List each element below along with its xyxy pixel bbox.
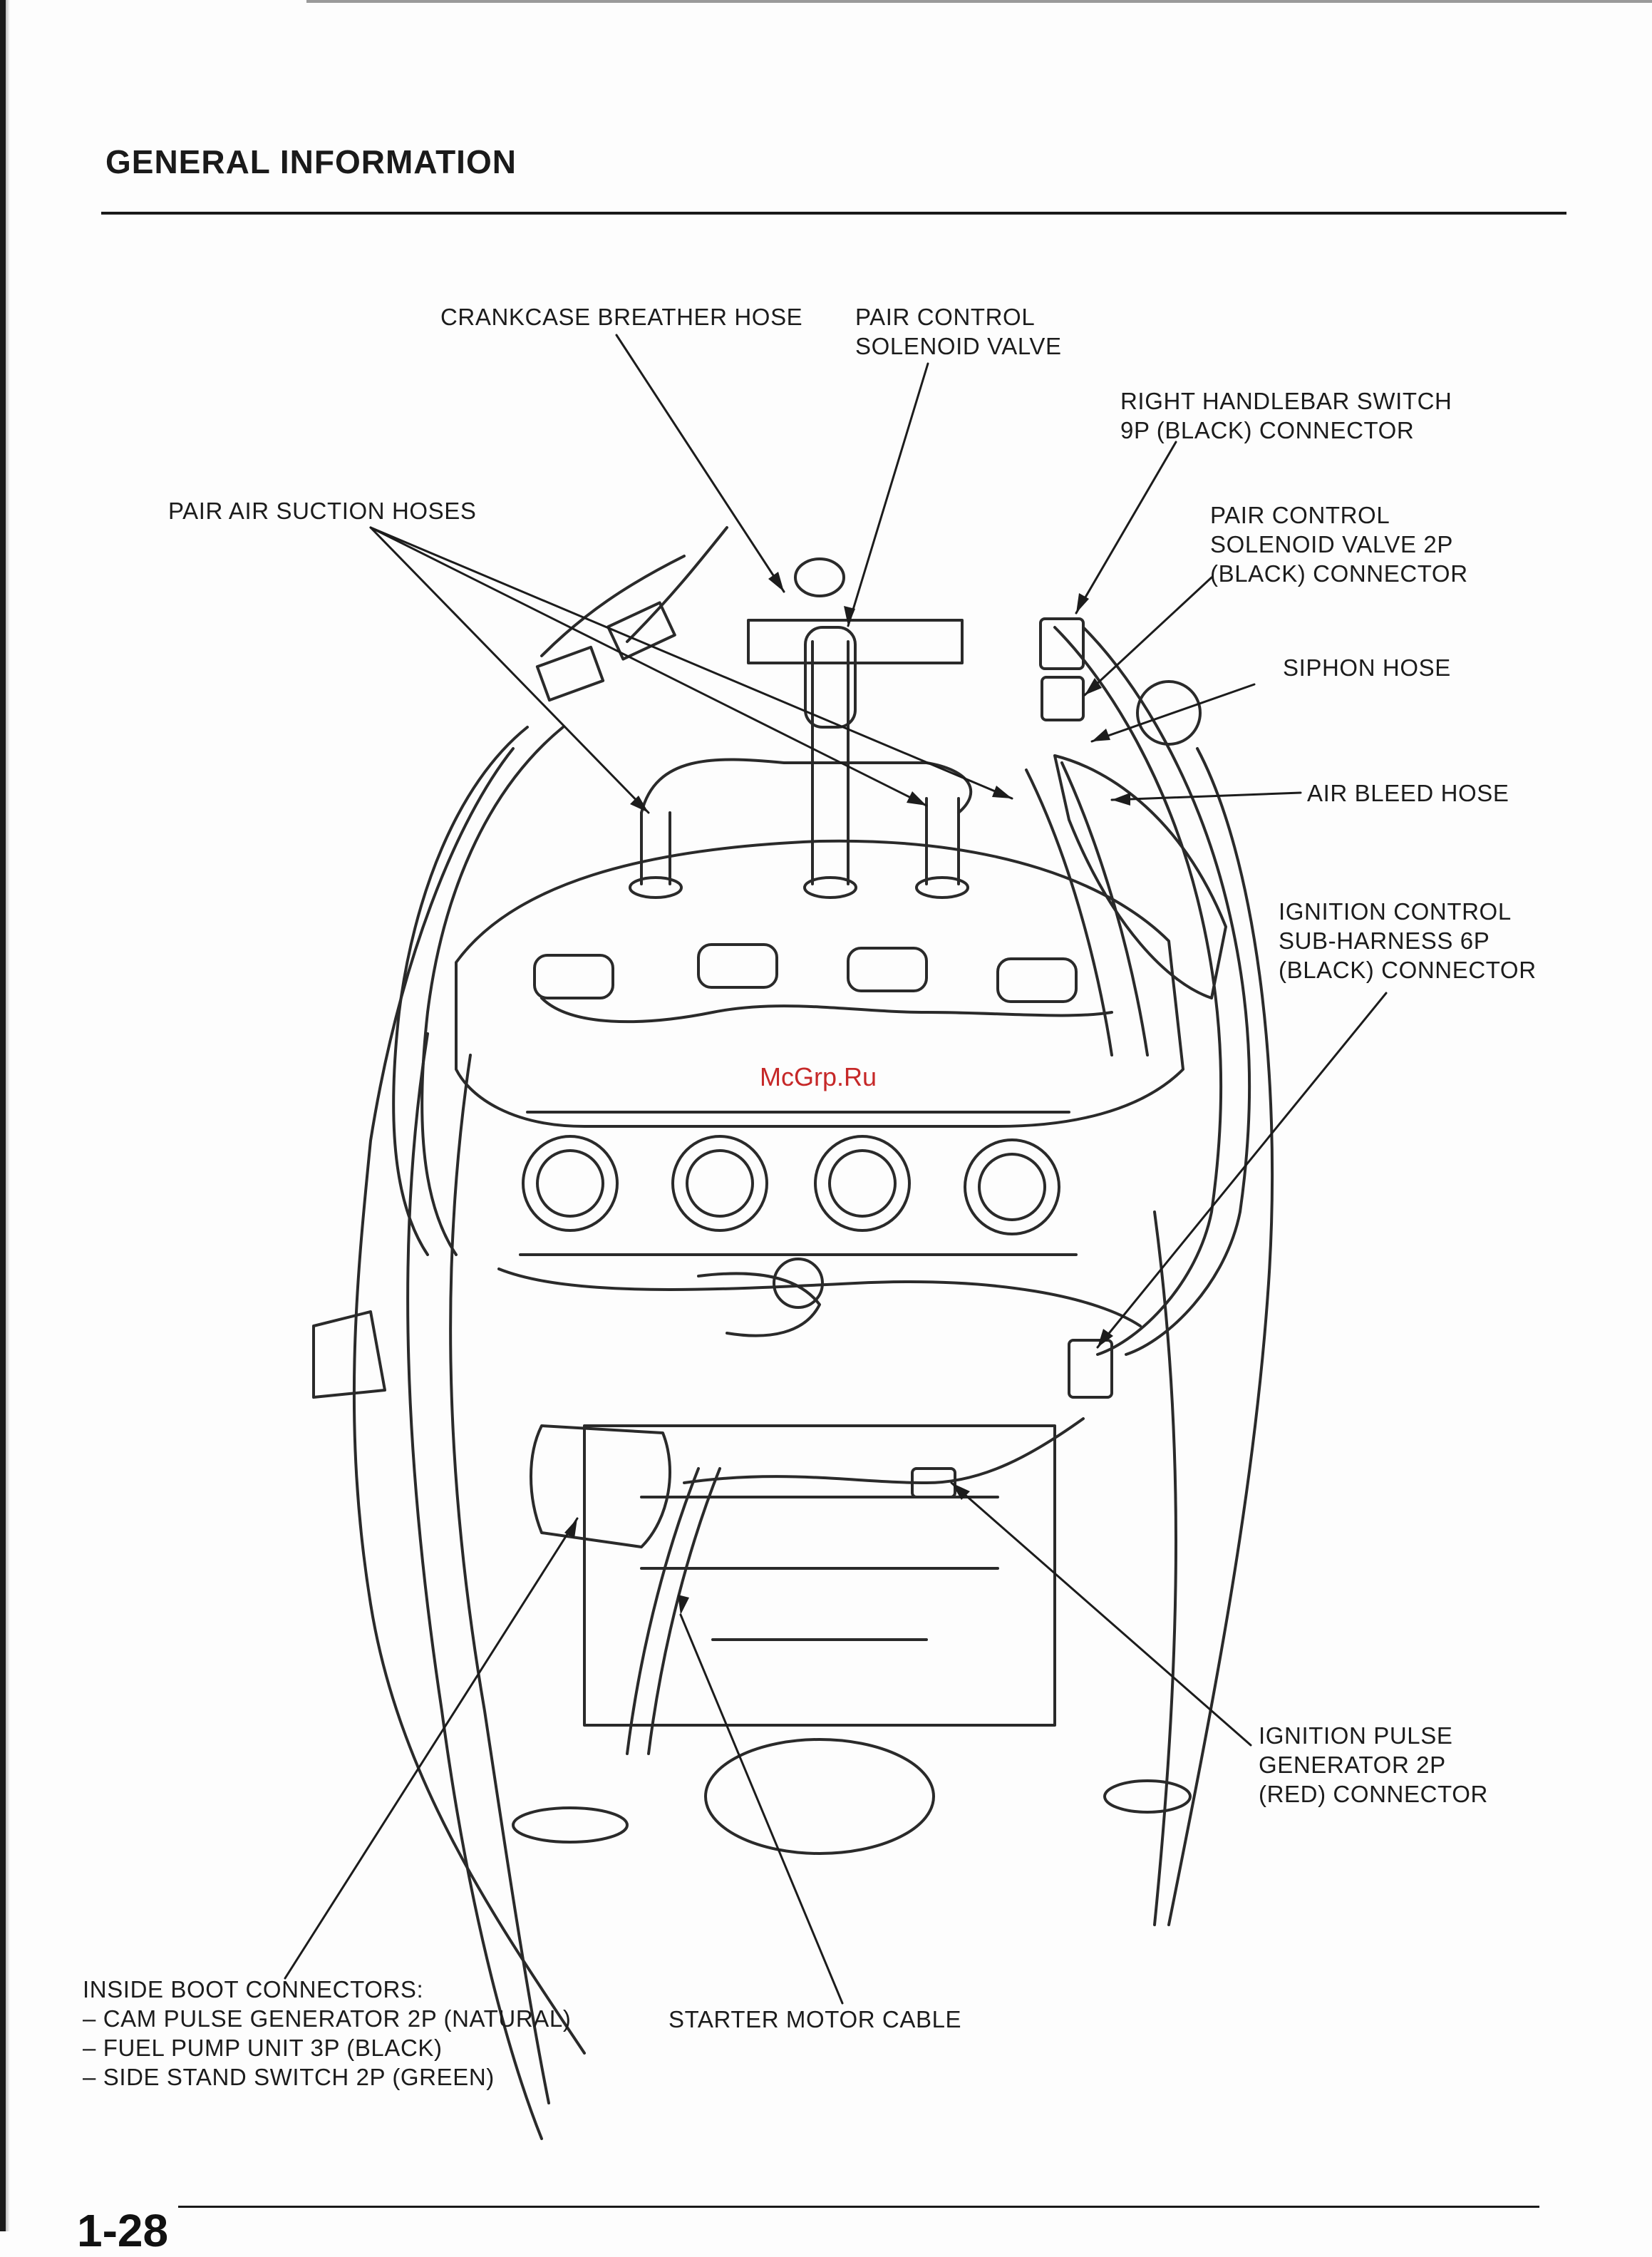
left-harness-connector	[535, 645, 605, 702]
label-line: SUB-HARNESS 6P	[1279, 927, 1490, 954]
harness-clamp	[512, 1806, 629, 1844]
frame-left-rail-inner	[449, 1054, 550, 2104]
label-crankcase-breather-hose: CRANKCASE BREATHER HOSE	[440, 302, 802, 331]
label-line: IGNITION PULSE	[1259, 1722, 1453, 1749]
connector-boot	[530, 1424, 671, 1548]
footer-rule	[178, 2206, 1539, 2208]
label-line: – CAM PULSE GENERATOR 2P (NATURAL)	[83, 2005, 572, 2032]
label-line: AIR BLEED HOSE	[1307, 780, 1509, 806]
label-ignition-control-subharness: IGNITION CONTROL SUB-HARNESS 6P (BLACK) …	[1279, 897, 1537, 984]
label-pair-control-solenoid-valve: PAIR CONTROL SOLENOID VALVE	[855, 302, 1062, 361]
section-title: GENERAL INFORMATION	[105, 143, 517, 180]
solenoid-valve-connector	[1041, 676, 1085, 721]
main-harness-left-2	[420, 726, 564, 1256]
label-line: SOLENOID VALVE	[855, 333, 1062, 359]
airbox-side	[1053, 754, 1227, 999]
cylinder-head-cover	[455, 839, 1184, 1128]
label-siphon-hose: SIPHON HOSE	[1283, 653, 1451, 682]
frame-left-rail	[406, 1032, 543, 2140]
label-right-handlebar-switch-connector: RIGHT HANDLEBAR SWITCH 9P (BLACK) CONNEC…	[1120, 386, 1452, 445]
pair-solenoid-valve	[804, 626, 857, 729]
ignition-coil-4	[996, 957, 1078, 1003]
arrowheads	[564, 572, 1130, 1615]
label-line: RIGHT HANDLEBAR SWITCH	[1120, 388, 1452, 414]
left-harness-connector-2	[606, 601, 676, 661]
page-top-edge	[306, 0, 1652, 3]
label-line: PAIR CONTROL	[1210, 502, 1390, 528]
label-line: CRANKCASE BREATHER HOSE	[440, 304, 803, 330]
label-pair-air-suction-hoses: PAIR AIR SUCTION HOSES	[168, 496, 477, 525]
engine-silhouette	[352, 747, 586, 2055]
label-line: INSIDE BOOT CONNECTORS:	[83, 1976, 424, 2002]
main-harness-right-2	[1082, 626, 1251, 1356]
label-line: PAIR CONTROL	[855, 304, 1036, 330]
label-line: GENERATOR 2P	[1259, 1752, 1446, 1778]
label-line: 9P (BLACK) CONNECTOR	[1120, 417, 1415, 443]
binder-edge	[0, 0, 10, 2231]
thermostat	[773, 1258, 824, 1309]
frame-right-rail	[1153, 1210, 1177, 1926]
crankcase-lines	[640, 1496, 999, 1641]
ignition-coil-2	[697, 943, 778, 989]
header-rule	[101, 212, 1566, 215]
label-line: (BLACK) CONNECTOR	[1210, 560, 1468, 587]
main-harness-left	[392, 726, 529, 1256]
watermark: McGrp.Ru	[760, 1062, 877, 1091]
label-ignition-pulse-generator: IGNITION PULSE GENERATOR 2P (RED) CONNEC…	[1259, 1721, 1488, 1809]
leader-lines	[284, 334, 1388, 2005]
label-line: – FUEL PUMP UNIT 3P (BLACK)	[83, 2035, 443, 2061]
subharness-connector	[1068, 1339, 1113, 1399]
handlebar-switch-connector	[1039, 617, 1085, 670]
top-bracket	[747, 619, 964, 664]
main-harness-top	[540, 526, 728, 657]
label-inside-boot-connectors: INSIDE BOOT CONNECTORS: – CAM PULSE GENE…	[83, 1975, 571, 2092]
ignition-coil-1	[533, 954, 614, 999]
label-line: STARTER MOTOR CABLE	[668, 2006, 962, 2032]
engine-silhouette-right	[1167, 747, 1274, 1926]
exhaust-side	[312, 1310, 386, 1399]
water-hose	[697, 1272, 821, 1337]
label-starter-motor-cable: STARTER MOTOR CABLE	[668, 2005, 961, 2034]
breather-cap	[794, 557, 845, 597]
label-air-bleed-hose: AIR BLEED HOSE	[1307, 778, 1509, 808]
starter-motor-cable	[626, 1467, 721, 1755]
pair-hoses	[629, 640, 973, 899]
ignition-coil-3	[847, 947, 928, 992]
label-line: SIPHON HOSE	[1283, 654, 1451, 681]
label-line: PAIR AIR SUCTION HOSES	[168, 498, 477, 524]
label-line: (RED) CONNECTOR	[1259, 1781, 1488, 1807]
label-line: – SIDE STAND SWITCH 2P (GREEN)	[83, 2064, 495, 2090]
coil-harness	[540, 997, 1113, 1024]
crankcase-front	[583, 1424, 1056, 1727]
lower-harness	[683, 1417, 1085, 1484]
label-line: SOLENOID VALVE 2P	[1210, 531, 1453, 557]
harness-clamp-right	[1103, 1779, 1192, 1814]
label-pair-solenoid-valve-connector: PAIR CONTROL SOLENOID VALVE 2P (BLACK) C…	[1210, 500, 1468, 588]
siphon-cap	[1136, 680, 1202, 746]
crank-cover	[704, 1738, 935, 1855]
intake-funnels	[519, 1111, 1078, 1256]
label-line: IGNITION CONTROL	[1279, 898, 1512, 925]
main-harness-right	[1053, 626, 1223, 1356]
page-number: 1-28	[77, 2205, 169, 2256]
throttle-body-base	[497, 1268, 1142, 1327]
label-line: (BLACK) CONNECTOR	[1279, 957, 1537, 983]
